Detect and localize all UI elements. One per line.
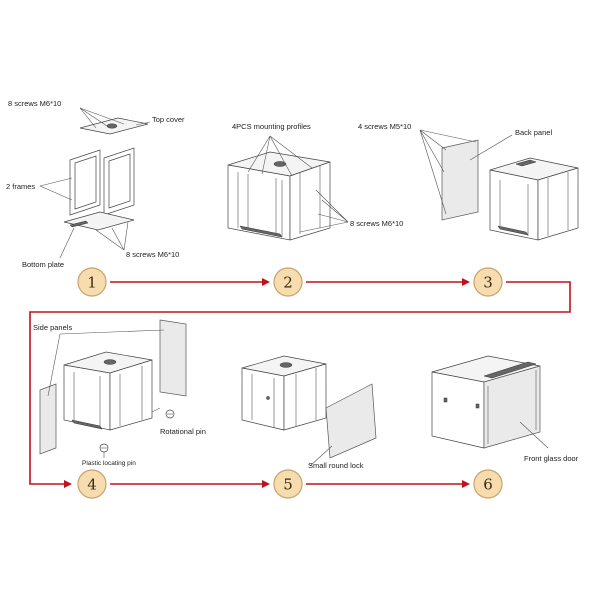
arrow-3-to-4: [29, 281, 571, 485]
arrowhead-3-to-4: [64, 480, 72, 488]
label-screws-profiles: 8 screws M6*10: [350, 219, 403, 228]
step-6-marker: 6: [473, 469, 503, 499]
step4-illustration: [39, 319, 187, 458]
label-screws-top: 8 screws M6*10: [8, 99, 61, 108]
step5-illustration: [241, 355, 377, 467]
step-6-number: 6: [483, 476, 493, 494]
label-side-panels: Side panels: [33, 323, 72, 332]
arrowhead-1-to-2: [262, 278, 270, 286]
step-1-number: 1: [87, 274, 97, 292]
label-round-lock: Small round lock: [308, 461, 364, 470]
label-screws-bottom: 8 screws M6*10: [126, 250, 179, 259]
step3-illustration: [419, 129, 579, 241]
step-2-number: 2: [283, 274, 293, 292]
label-plastic-pin: Plastic locating pin: [82, 460, 136, 467]
label-frames: 2 frames: [6, 182, 35, 191]
flow-arrows: [29, 278, 571, 488]
step-4-number: 4: [87, 476, 97, 494]
label-back-panel: Back panel: [515, 128, 552, 137]
step-3-number: 3: [483, 274, 493, 292]
arrowhead-4-to-5: [262, 480, 270, 488]
step2-illustration: [227, 135, 349, 241]
step-3-marker: 3: [473, 267, 503, 297]
arrowhead-5-to-6: [462, 480, 470, 488]
label-rotational-pin: Rotational pin: [160, 427, 206, 436]
label-screws-back: 4 screws M5*10: [358, 122, 411, 131]
step-5-marker: 5: [273, 469, 303, 499]
step-2-marker: 2: [273, 267, 303, 297]
label-top-cover: Top cover: [152, 115, 185, 124]
step1-illustration: [39, 107, 151, 259]
step6-illustration: [431, 355, 549, 449]
arrowhead-2-to-3: [462, 278, 470, 286]
label-bottom-plate: Bottom plate: [22, 260, 64, 269]
step-4-marker: 4: [77, 469, 107, 499]
step-5-number: 5: [283, 476, 293, 494]
label-mounting-profiles: 4PCS mounting profiles: [232, 122, 311, 131]
step-1-marker: 1: [77, 267, 107, 297]
label-front-glass-door: Front glass door: [524, 454, 579, 463]
